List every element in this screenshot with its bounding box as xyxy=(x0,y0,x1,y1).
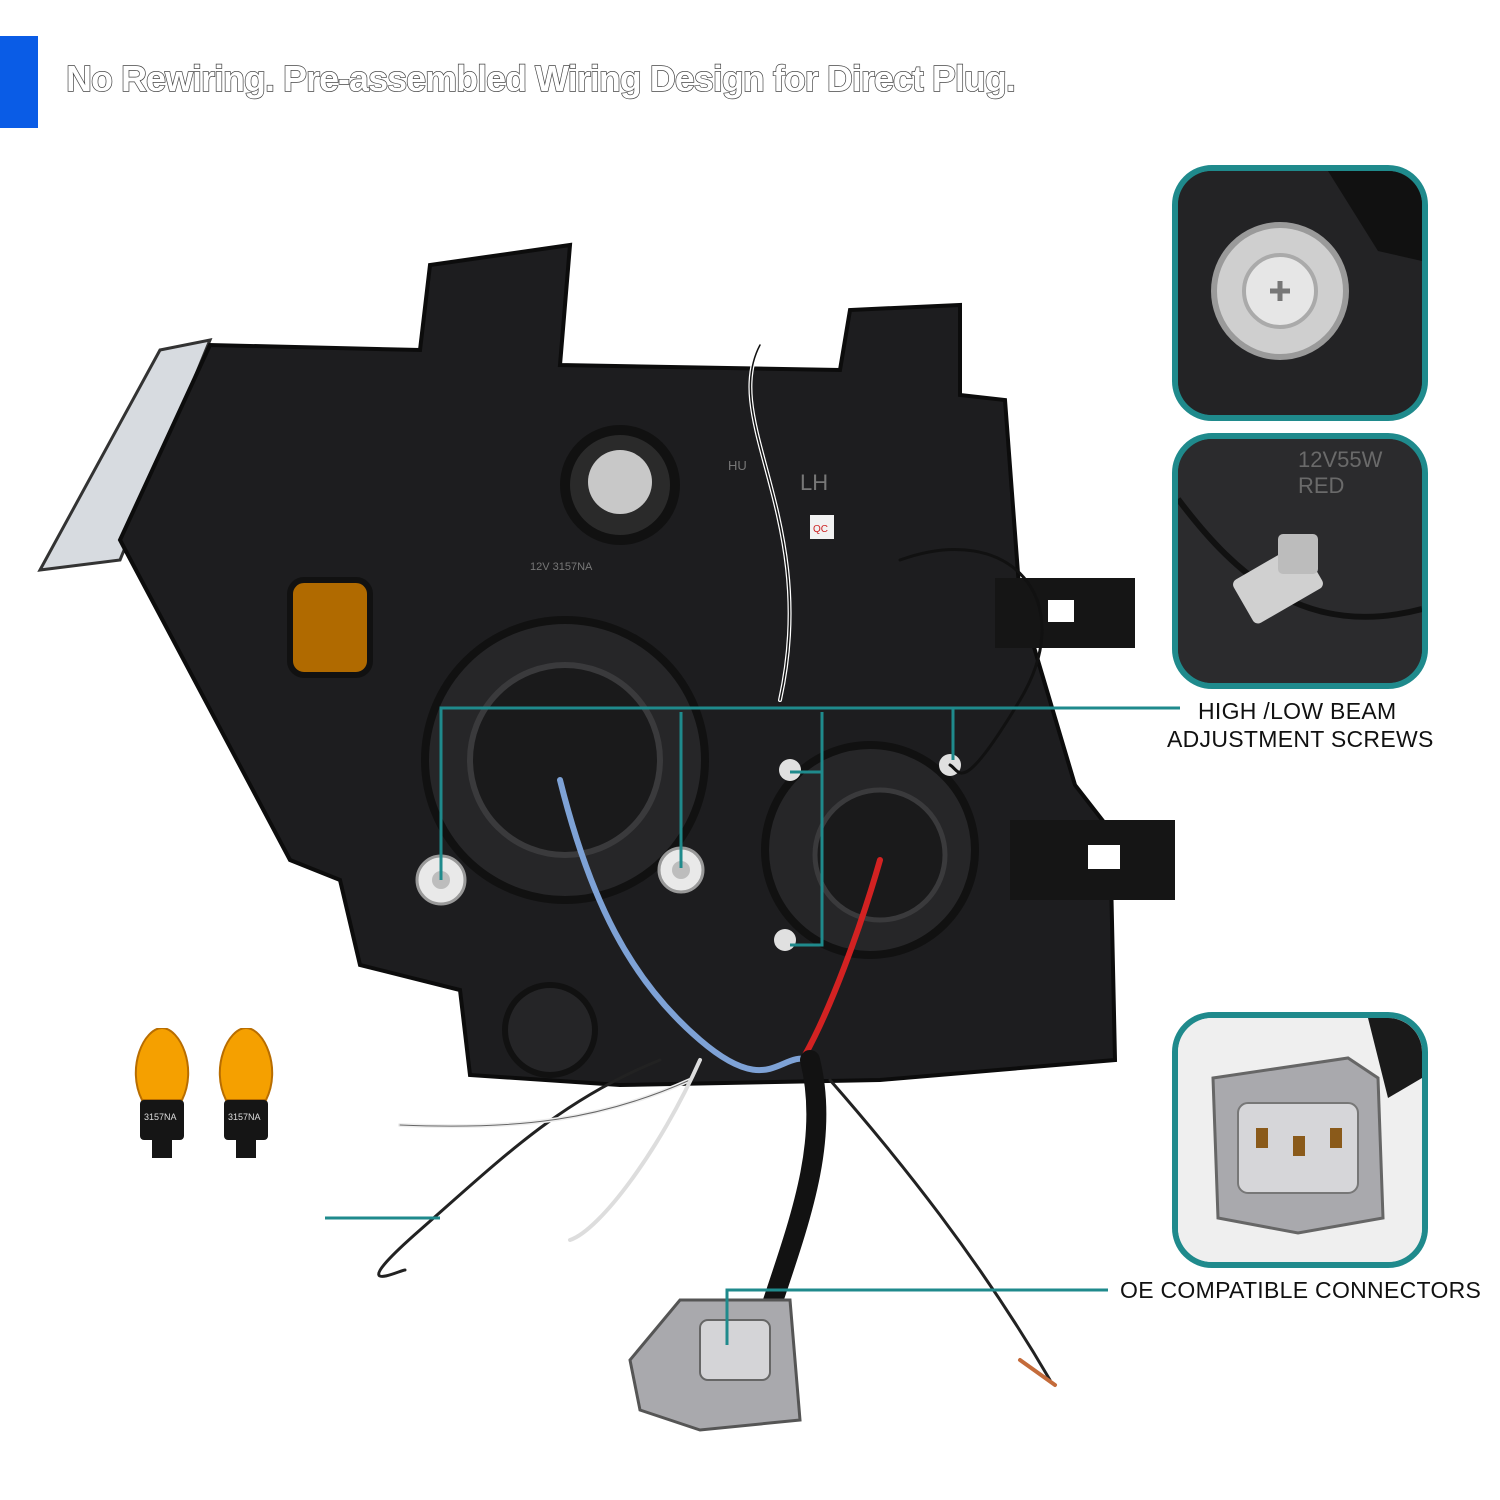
svg-text:HU: HU xyxy=(728,458,747,473)
page-title: No Rewiring. Pre-assembled Wiring Design… xyxy=(65,57,1016,99)
qc-tag: QC xyxy=(813,524,828,535)
turn-signal-socket xyxy=(287,577,373,678)
callout-beam-line1: HIGH /LOW BEAM xyxy=(1198,698,1397,724)
callout-connectors: OE COMPATIBLE CONNECTORS xyxy=(1120,1277,1482,1303)
bulb-left-label: 3157NA xyxy=(144,1112,177,1122)
inset-label-line2: RED xyxy=(1298,473,1345,498)
bulb-right-label: 3157NA xyxy=(228,1112,261,1122)
inset-label-line1: 12V55W xyxy=(1298,447,1383,472)
housing-bulb-label: 12V 3157NA xyxy=(530,561,593,573)
lower-cap xyxy=(502,982,598,1078)
headlight-chrome-edge xyxy=(37,337,213,572)
callout-beam-line2: ADJUSTMENT SCREWS xyxy=(1167,726,1434,752)
inset-adjuster-bolt: 12V55W RED xyxy=(1172,433,1428,689)
bulb-right: 3157NA xyxy=(210,1028,282,1160)
housing-side-label: LH xyxy=(800,470,828,495)
bulb-left: 3157NA xyxy=(126,1028,198,1160)
inset-adjuster-screw xyxy=(1172,165,1428,421)
title-accent-bar xyxy=(0,36,38,128)
adjustment-screws xyxy=(415,754,961,951)
inset-connector xyxy=(1172,1012,1428,1268)
